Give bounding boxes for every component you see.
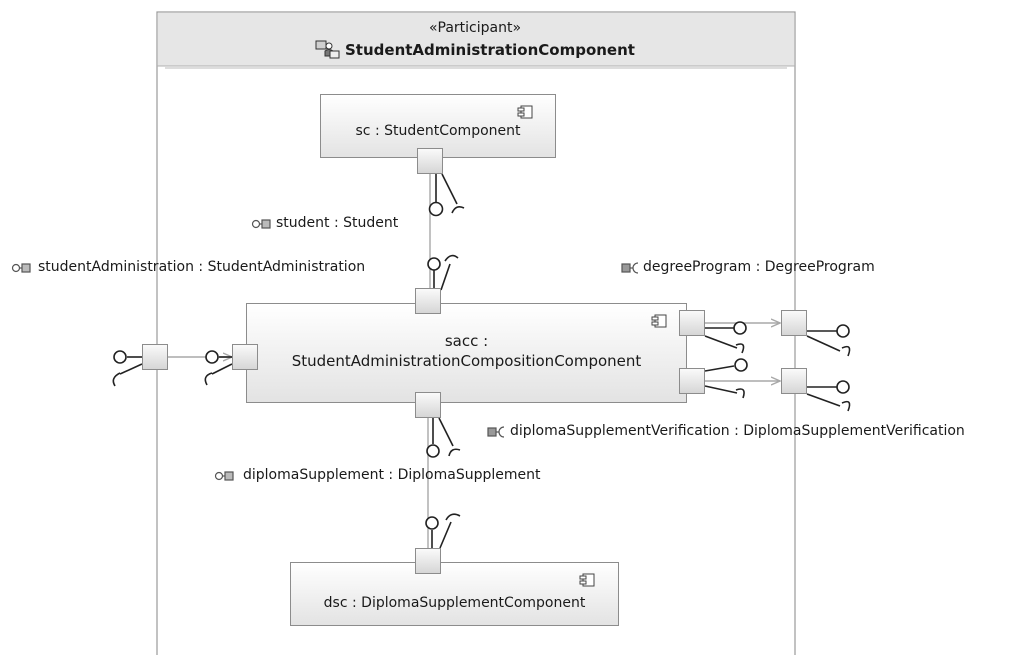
boundary-port-left-interface-symbols	[112, 350, 143, 387]
component-sacc-name-line1: sacc :	[444, 332, 489, 350]
port-boundary-studentadministration[interactable]	[142, 344, 168, 370]
port-label-diplomaverification: diplomaSupplementVerification : DiplomaS…	[510, 423, 965, 439]
provided-interface-icon-diplomasupplement	[214, 471, 234, 481]
sacc-left-port-interface-symbols	[204, 350, 233, 386]
boundary-port-diplomaverification-interface-symbols	[806, 380, 851, 412]
port-sacc-top[interactable]	[415, 288, 441, 314]
component-sacc[interactable]: sacc : StudentAdministrationCompositionC…	[246, 303, 687, 403]
provided-interface-icon-student	[251, 219, 271, 229]
dsc-top-port-interface-symbols	[425, 513, 461, 549]
interface-symbols	[112, 173, 851, 549]
port-sacc-right-lower[interactable]	[679, 368, 705, 394]
sacc-right-upper-port-interface-symbols	[704, 321, 747, 354]
sc-port-interface-symbols	[428, 173, 465, 217]
port-sacc-right-upper[interactable]	[679, 310, 705, 336]
component-icon	[579, 573, 595, 587]
port-boundary-diplomaverification[interactable]	[781, 368, 807, 394]
participant-icon	[315, 40, 340, 59]
port-dsc-top[interactable]	[415, 548, 441, 574]
sacc-right-lower-port-interface-symbols	[704, 358, 748, 399]
port-label-student: student : Student	[276, 215, 399, 231]
component-dsc-name: dsc : DiplomaSupplementComponent	[323, 595, 586, 611]
component-icon	[651, 314, 667, 328]
participant-stereotype: «Participant»	[428, 20, 522, 36]
port-label-studentadministration: studentAdministration : StudentAdministr…	[38, 259, 366, 275]
required-interface-icon-diplomaverification	[487, 426, 505, 438]
component-sc-name: sc : StudentComponent	[355, 123, 521, 139]
port-boundary-degreeprogram[interactable]	[781, 310, 807, 336]
port-sacc-bottom[interactable]	[415, 392, 441, 418]
participant-name[interactable]: StudentAdministrationComponent	[345, 41, 635, 59]
component-sc[interactable]: sc : StudentComponent	[320, 94, 556, 158]
required-interface-icon-degreeprogram	[621, 262, 639, 274]
port-sacc-left[interactable]	[232, 344, 258, 370]
component-icon	[517, 105, 533, 119]
port-label-degreeprogram: degreeProgram : DegreeProgram	[643, 259, 875, 275]
boundary-port-degreeprogram-interface-symbols	[806, 324, 851, 357]
provided-interface-icon-studentadministration	[11, 263, 31, 273]
sacc-bottom-port-interface-symbols	[426, 417, 461, 458]
sacc-top-port-interface-symbols	[427, 254, 459, 291]
port-sc-bottom[interactable]	[417, 148, 443, 174]
component-dsc[interactable]: dsc : DiplomaSupplementComponent	[290, 562, 619, 626]
port-label-diplomasupplement: diplomaSupplement : DiplomaSupplement	[243, 467, 541, 483]
component-sacc-name-line2: StudentAdministrationCompositionComponen…	[291, 352, 642, 370]
